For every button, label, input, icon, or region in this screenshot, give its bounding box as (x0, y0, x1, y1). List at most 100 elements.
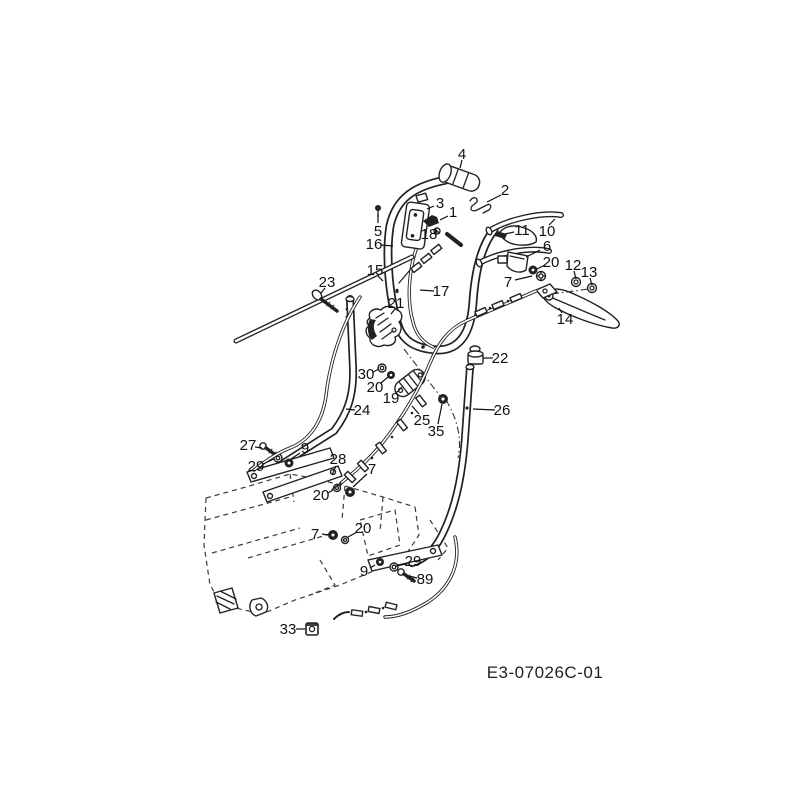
part-label-1: 1 (449, 204, 457, 221)
label-leader-24 (345, 408, 356, 411)
handle-grip (438, 163, 481, 192)
control-lever-14 (535, 283, 620, 329)
part-label-3: 3 (436, 195, 444, 212)
label-leader-15 (377, 275, 384, 282)
bolt-1 (423, 215, 439, 227)
part-label-14: 14 (557, 311, 574, 328)
label-leader-20 (536, 264, 546, 270)
washer-30 (377, 363, 387, 373)
label-leader-7 (514, 275, 533, 281)
label-leader-16 (380, 244, 394, 247)
part-label-22: 22 (492, 350, 509, 367)
label-leader-20 (327, 489, 334, 494)
label-leader-29 (395, 563, 407, 567)
label-leader-9 (290, 452, 301, 460)
switch-key (415, 192, 429, 203)
part-label-20: 20 (367, 379, 384, 396)
part-label-29: 29 (248, 458, 265, 475)
label-leader-23 (320, 287, 326, 294)
handlebar-loop (383, 175, 499, 355)
label-leader-10 (548, 218, 556, 226)
cable-25 (331, 289, 538, 491)
housing-21 (365, 305, 403, 348)
label-leader-29 (262, 458, 275, 465)
part-label-6: 6 (543, 238, 551, 255)
part-label-89: 89 (417, 571, 434, 588)
plate-19 (394, 368, 426, 398)
label-leader-9 (369, 564, 376, 569)
washer-7a (535, 270, 547, 282)
part-label-7: 7 (504, 274, 512, 291)
mid-bar (475, 246, 552, 268)
label-leader-6 (525, 249, 541, 258)
part-label-29: 29 (405, 553, 422, 570)
part-label-17: 17 (433, 283, 450, 300)
label-leader-28 (331, 465, 337, 476)
switch-cable-fittings (398, 243, 443, 284)
label-leader-21 (390, 308, 396, 315)
lever-bracket-6 (497, 251, 529, 273)
label-leader-12 (573, 270, 577, 280)
part-label-15: 15 (367, 262, 384, 279)
part-label-16: 16 (366, 236, 383, 253)
bolt-11 (495, 231, 507, 239)
label-leader-26 (472, 408, 496, 411)
part-label-11: 11 (514, 222, 530, 239)
label-leader-11 (504, 231, 515, 235)
throttle-housing (499, 225, 538, 246)
label-leader-3 (426, 205, 435, 210)
label-leader-7 (321, 533, 329, 536)
part-label-23: 23 (319, 274, 336, 291)
label-leader-7 (352, 473, 368, 488)
part-label-2: 2 (501, 182, 509, 199)
part-label-13: 13 (581, 264, 598, 281)
part-label-20: 20 (543, 254, 560, 271)
label-leader-13 (589, 277, 593, 286)
part-label-10: 10 (539, 223, 556, 240)
cable-anchor (249, 597, 269, 617)
label-leader-2 (486, 194, 502, 203)
part-label-33: 33 (280, 621, 297, 638)
bolt-23 (311, 289, 339, 313)
nut-7b (345, 487, 355, 497)
label-leader-18 (433, 231, 438, 234)
nut-20b (387, 371, 395, 379)
part-label-24: 24 (354, 402, 371, 419)
part-label-26: 26 (494, 402, 511, 419)
part-label-28: 28 (330, 451, 347, 468)
tube-24 (262, 295, 358, 478)
cable-bottom (333, 535, 459, 620)
label-leader-30 (372, 368, 380, 373)
cable-left (252, 295, 362, 472)
label-leader-14 (558, 307, 563, 314)
upper-bar-10 (485, 211, 564, 236)
machine-body-phantom (203, 473, 449, 617)
label-leader-1 (439, 215, 449, 221)
bolt-89 (397, 568, 416, 583)
part-label-30: 30 (358, 366, 375, 383)
part-label-18: 18 (421, 226, 438, 243)
cap-22 (467, 345, 484, 365)
part-label-7: 7 (368, 461, 376, 478)
part-label-4: 4 (458, 146, 466, 163)
label-leader-89 (408, 575, 418, 579)
nut-29b (389, 562, 399, 572)
part-label-20: 20 (355, 520, 372, 537)
part-label-5: 5 (374, 223, 382, 240)
nut-7c (328, 530, 338, 540)
nut-35 (438, 394, 448, 404)
part-label-27: 27 (240, 437, 257, 454)
nut-9a (284, 458, 294, 468)
screw-18 (433, 227, 463, 247)
label-leader-17 (419, 289, 435, 292)
rod-15 (233, 254, 415, 344)
label-leader-20 (380, 376, 389, 384)
part-label-25: 25 (414, 412, 431, 429)
label-leader-35 (437, 403, 443, 425)
part-number: E3-07026C-01 (487, 663, 604, 682)
part-label-12: 12 (565, 257, 582, 274)
wire-form-2 (469, 197, 492, 214)
